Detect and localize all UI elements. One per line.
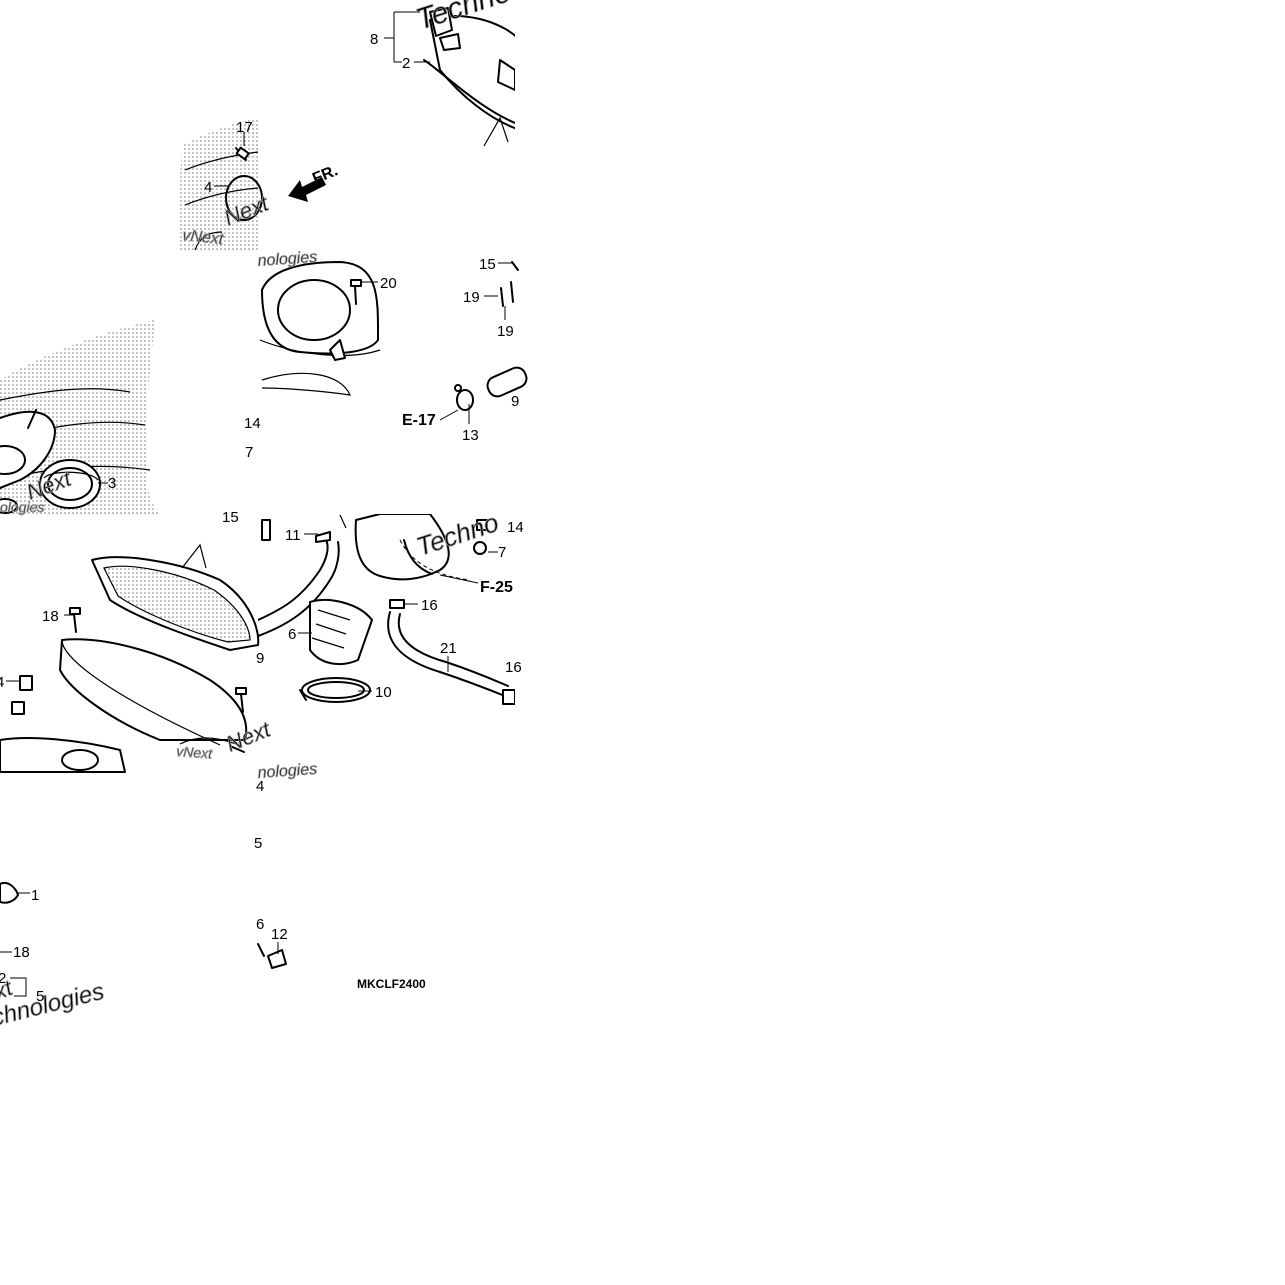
callout: 3 [108, 475, 116, 492]
callout: 6 [256, 916, 264, 933]
callout: 17 [236, 119, 253, 136]
callout: 21 [440, 640, 457, 657]
callout: 15 [222, 509, 239, 526]
callout: 13 [462, 427, 479, 444]
tile-filter-element [0, 543, 260, 773]
svg-text:vNext: vNext [182, 227, 225, 248]
callout: 4 [204, 179, 212, 196]
callout: 9 [511, 393, 519, 410]
callout: 5 [36, 988, 44, 1005]
svg-text:nologies: nologies [257, 761, 318, 782]
callout: 18 [13, 944, 30, 961]
callout: 19 [463, 289, 480, 306]
tile-intake-duct-hoses [258, 514, 515, 705]
callout: 2 [402, 55, 410, 72]
front-direction-arrow [288, 177, 326, 202]
callout: 7 [245, 444, 253, 461]
tile-band-area [194, 146, 263, 251]
callout: 12 [271, 926, 288, 943]
tile-funnel-seal [0, 409, 101, 514]
callout-labels: 8 2 17 4 20 15 19 19 14 7 13 9 3 11 14 7… [0, 31, 524, 1005]
leader-lines [0, 11, 512, 997]
callout: 16 [505, 659, 522, 676]
svg-text:vNext: vNext [176, 743, 214, 762]
svg-text:nologies: nologies [257, 249, 318, 270]
callout: 14 [507, 519, 524, 536]
reference-label: F-25 [480, 579, 513, 596]
tile-small-parts [0, 882, 287, 969]
callout: 15 [479, 256, 496, 273]
callout: 10 [375, 684, 392, 701]
reference-label: E-17 [402, 412, 436, 429]
svg-text:chnologies: chnologies [0, 978, 107, 1032]
callout: 11 [285, 527, 301, 544]
tile-air-cleaner-housing [259, 261, 528, 411]
callout: 20 [380, 275, 397, 292]
tile-air-duct-cover [423, 7, 515, 147]
callout: 4 [0, 674, 4, 691]
callout: 5 [254, 835, 262, 852]
callout: 18 [42, 608, 59, 625]
callout: 2 [0, 970, 6, 987]
callout: 19 [497, 323, 514, 340]
grommet-8 [429, 7, 453, 37]
callout: 16 [421, 597, 438, 614]
callout: 14 [244, 415, 261, 432]
callout: 4 [256, 778, 264, 795]
callout: 1 [31, 887, 39, 904]
drawing-code: MKCLF2400 [357, 977, 426, 991]
callout: 9 [256, 650, 264, 667]
callout: 6 [288, 626, 296, 643]
front-indicator-label: FR. [310, 162, 340, 187]
callout: 7 [498, 544, 506, 561]
callout: 8 [370, 31, 378, 48]
svg-text:ologies: ologies [0, 499, 44, 515]
